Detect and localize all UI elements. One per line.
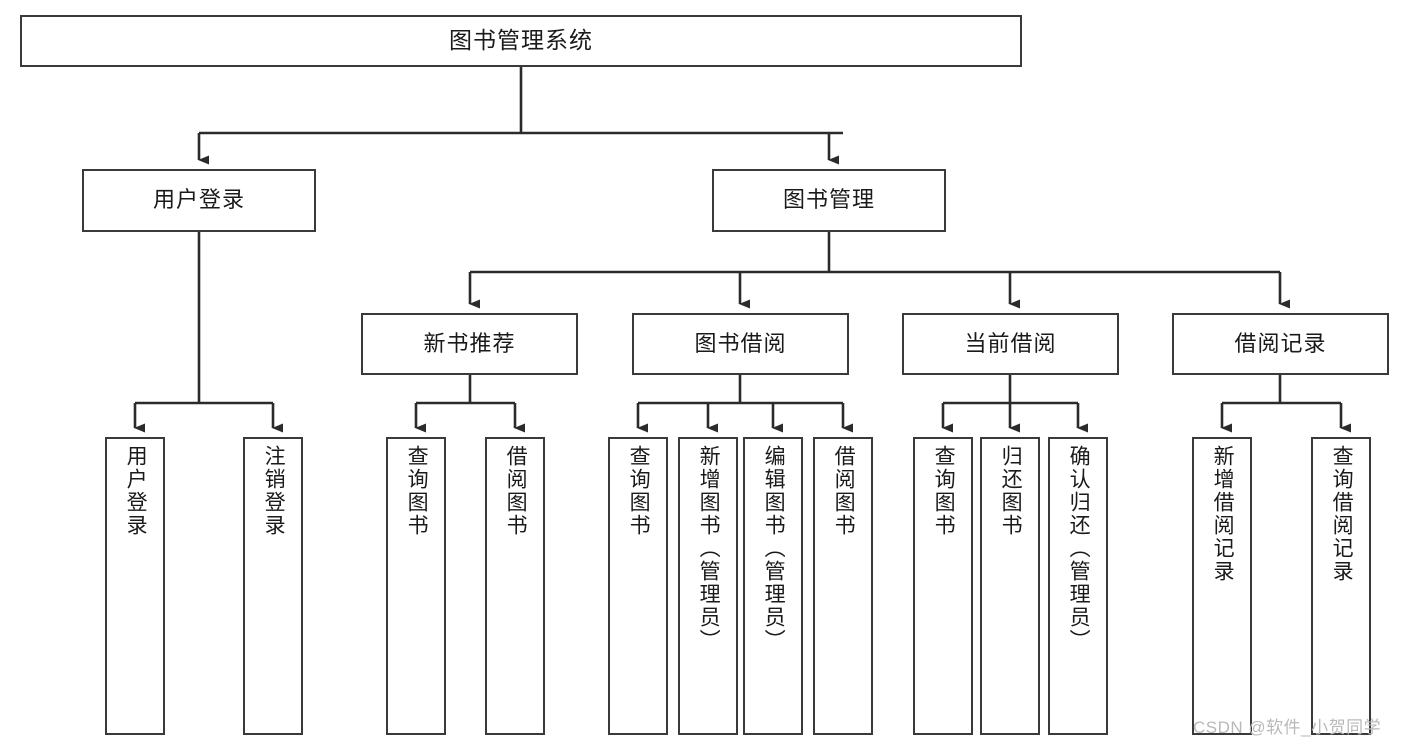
node-leaf-return-book[interactable]: 归还图书 (980, 437, 1040, 735)
node-label: 用户登录 (152, 187, 245, 213)
node-label: 查询图书 (627, 445, 651, 537)
node-leaf-add-book[interactable]: 新增图书（管理员） (678, 437, 738, 735)
node-borrow-record[interactable]: 借阅记录 (1172, 313, 1389, 375)
node-label: 编辑图书（管理员） (762, 445, 786, 652)
node-book-borrow[interactable]: 图书借阅 (632, 313, 849, 375)
node-label: 查询图书 (405, 445, 429, 537)
node-leaf-edit-book[interactable]: 编辑图书（管理员） (743, 437, 803, 735)
node-label: 归还图书 (999, 445, 1023, 537)
node-leaf-add-borrow-record[interactable]: 新增借阅记录 (1192, 437, 1252, 735)
node-leaf-borrow-book-2[interactable]: 借阅图书 (813, 437, 873, 735)
node-new-book-recommendation[interactable]: 新书推荐 (361, 313, 578, 375)
node-label: 当前借阅 (964, 330, 1057, 356)
node-label: 图书管理系统 (449, 27, 593, 54)
node-leaf-query-borrow-record[interactable]: 查询借阅记录 (1311, 437, 1371, 735)
node-label: 注销登录 (262, 445, 286, 537)
node-label: 图书管理 (782, 187, 875, 213)
node-label: 用户登录 (124, 445, 148, 537)
node-leaf-query-book-1[interactable]: 查询图书 (386, 437, 446, 735)
node-leaf-query-book-2[interactable]: 查询图书 (608, 437, 668, 735)
node-label: 借阅图书 (504, 445, 528, 537)
node-label: 查询借阅记录 (1330, 445, 1354, 583)
node-label: 新书推荐 (423, 330, 516, 356)
node-leaf-confirm-return[interactable]: 确认归还（管理员） (1048, 437, 1108, 735)
node-leaf-query-book-3[interactable]: 查询图书 (913, 437, 973, 735)
csdn-watermark: CSDN @软件_小贺同学 (1193, 718, 1382, 737)
node-label: 查询图书 (932, 445, 956, 537)
node-leaf-user-login[interactable]: 用户登录 (105, 437, 165, 735)
node-label: 新增借阅记录 (1211, 445, 1235, 583)
node-leaf-logout[interactable]: 注销登录 (243, 437, 303, 735)
node-leaf-borrow-book-1[interactable]: 借阅图书 (485, 437, 545, 735)
node-label: 图书借阅 (694, 330, 787, 356)
node-user-login[interactable]: 用户登录 (82, 169, 316, 232)
node-label: 借阅图书 (832, 445, 856, 537)
node-book-management[interactable]: 图书管理 (712, 169, 946, 232)
node-label: 确认归还（管理员） (1067, 445, 1091, 652)
node-label: 借阅记录 (1234, 330, 1327, 356)
node-label: 新增图书（管理员） (697, 445, 721, 652)
node-root-book-management-system[interactable]: 图书管理系统 (20, 15, 1022, 67)
node-current-borrow[interactable]: 当前借阅 (902, 313, 1119, 375)
